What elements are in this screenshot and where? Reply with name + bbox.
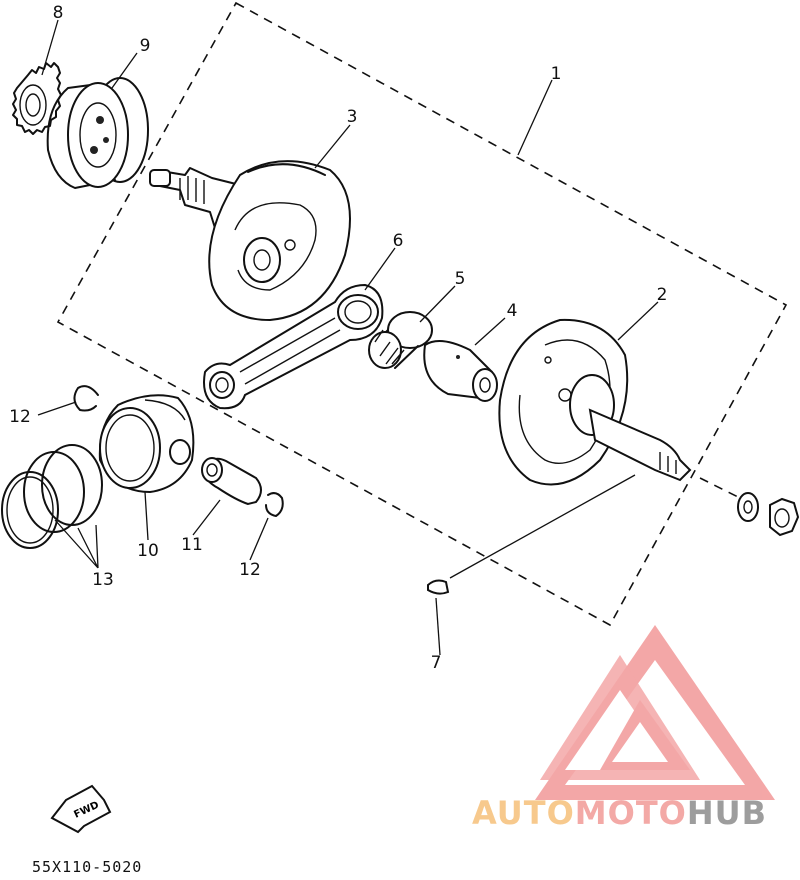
callout-12-left: 12 xyxy=(9,407,31,427)
piston-rings xyxy=(1,444,103,549)
crankshaft-assembly-boundary xyxy=(56,1,788,627)
circlip-right xyxy=(265,492,284,517)
piston-pin xyxy=(201,457,262,506)
callout-10: 10 xyxy=(137,541,159,561)
fwd-arrow-icon: FWD xyxy=(50,784,112,834)
reference-code: 55X110-5020 xyxy=(32,858,143,876)
callout-6: 6 xyxy=(393,231,404,251)
callout-9: 9 xyxy=(140,36,151,56)
main-bearing xyxy=(46,77,149,189)
callout-4: 4 xyxy=(507,301,518,321)
callout-13: 13 xyxy=(92,570,114,590)
woodruff-key xyxy=(427,579,450,595)
circlip-left xyxy=(73,385,99,412)
piston xyxy=(98,394,195,494)
callout-8: 8 xyxy=(53,3,64,23)
callout-7: 7 xyxy=(431,653,442,673)
washer xyxy=(737,492,759,522)
watermark-part-hub: HUB xyxy=(686,794,768,832)
callout-5: 5 xyxy=(455,269,466,289)
watermark-logo xyxy=(535,625,775,800)
callout-2: 2 xyxy=(657,285,668,305)
watermark-part-auto: AUTO xyxy=(472,794,575,832)
callout-12-right: 12 xyxy=(239,560,261,580)
callout-3: 3 xyxy=(347,107,358,127)
nut xyxy=(769,497,800,537)
callout-1: 1 xyxy=(551,64,562,84)
primary-gear xyxy=(12,62,62,135)
axis-line xyxy=(699,477,741,499)
crank-pin xyxy=(423,340,498,402)
callout-11: 11 xyxy=(181,535,203,555)
crank-left xyxy=(149,160,351,322)
leader-lines xyxy=(37,19,659,656)
connecting-rod xyxy=(203,283,384,410)
crank-right xyxy=(498,318,692,486)
watermark-part-moto: MOTO xyxy=(574,794,687,832)
watermark-text: AUTOMOTOHUB xyxy=(472,794,767,832)
